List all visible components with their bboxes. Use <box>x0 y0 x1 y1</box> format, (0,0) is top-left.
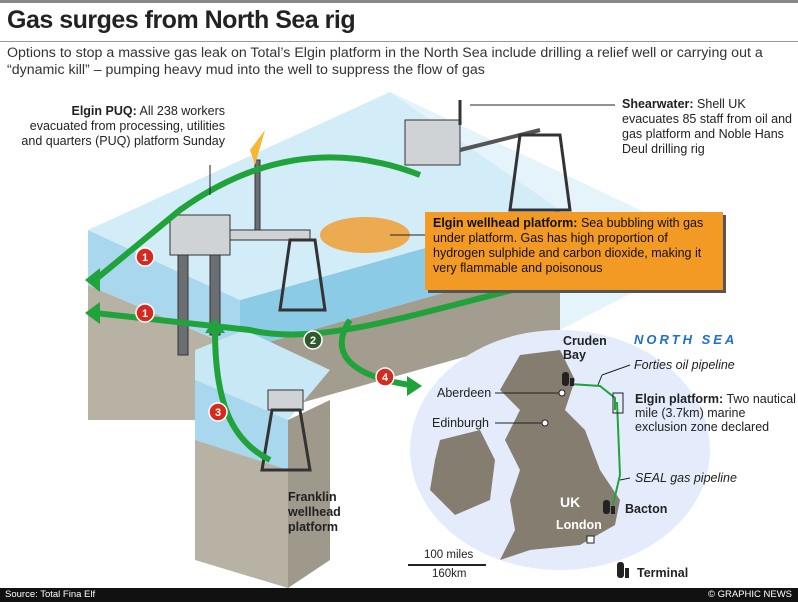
london-marker <box>586 535 595 544</box>
arrow-head <box>85 302 100 324</box>
top-border <box>0 0 798 3</box>
aberdeen-label: Aberdeen <box>437 386 492 400</box>
franklin-rig <box>260 389 312 472</box>
elgin-zone <box>612 392 624 414</box>
divider <box>0 41 798 42</box>
leader-lines <box>209 104 615 236</box>
elgin-puq-rig <box>169 130 265 356</box>
copyright: © GRAPHIC NEWS <box>707 589 792 600</box>
sea-surface <box>88 92 720 300</box>
aberdeen-marker <box>558 389 566 397</box>
forties-label: Forties oil pipeline <box>634 358 735 372</box>
shearwater-rig <box>404 100 572 212</box>
arrow-head <box>407 376 422 396</box>
bacton-label: Bacton <box>625 502 668 516</box>
badge-2: 2 <box>303 330 323 350</box>
terminal-legend-label: Terminal <box>637 566 689 580</box>
map-great-britain <box>500 350 620 560</box>
elgin-puq-label: Elgin PUQ: All 238 workers evacuated fro… <box>21 104 225 148</box>
badge-1a: 1 <box>135 247 155 267</box>
badge-3: 3 <box>208 402 228 422</box>
edinburgh-marker <box>541 419 549 427</box>
svg-text:1: 1 <box>142 252 148 264</box>
svg-text:4: 4 <box>382 372 389 384</box>
badge-4: 4 <box>375 367 395 387</box>
terminal-icon <box>603 500 615 514</box>
scale-miles: 100 miles <box>424 549 474 561</box>
svg-text:3: 3 <box>215 407 221 419</box>
subtitle: Options to stop a massive gas leak on To… <box>7 45 763 78</box>
wellhead-callout: Elgin wellhead platform: Sea bubbling wi… <box>425 212 723 290</box>
uk-label: UK <box>560 494 581 510</box>
london-label: London <box>556 518 602 532</box>
scale-km: 160km <box>432 568 467 580</box>
forties-pipeline <box>569 383 616 410</box>
franklin-label: Franklin wellhead platform <box>288 490 341 534</box>
svg-text:2: 2 <box>310 335 316 347</box>
arrow-head <box>205 318 225 333</box>
terminal-icon <box>562 372 574 386</box>
seal-pipeline <box>612 401 622 506</box>
edinburgh-label: Edinburgh <box>432 416 489 430</box>
seal-label: SEAL gas pipeline <box>635 471 737 485</box>
footer: Source: Total Fina Elf © GRAPHIC NEWS <box>0 588 798 602</box>
shearwater-label: Shearwater: Shell UK evacuates 85 staff … <box>622 97 793 156</box>
sea-front <box>88 230 240 350</box>
arrow-head <box>85 268 100 292</box>
franklin-block-side <box>288 400 330 588</box>
elgin-wellhead-rig <box>229 217 410 312</box>
north-sea-label: NORTH SEA <box>634 332 738 347</box>
svg-text:1: 1 <box>142 308 148 320</box>
badge-1b: 1 <box>135 303 155 323</box>
page-title: Gas surges from North Sea rig <box>7 6 356 34</box>
source: Source: Total Fina Elf <box>5 589 96 600</box>
elgin-platform-label: Elgin platform: Two nautical mile (3.7km… <box>635 392 796 434</box>
cruden-bay-label: Cruden Bay <box>563 334 607 362</box>
map-ireland <box>430 430 495 515</box>
terminal-icon <box>617 562 629 578</box>
